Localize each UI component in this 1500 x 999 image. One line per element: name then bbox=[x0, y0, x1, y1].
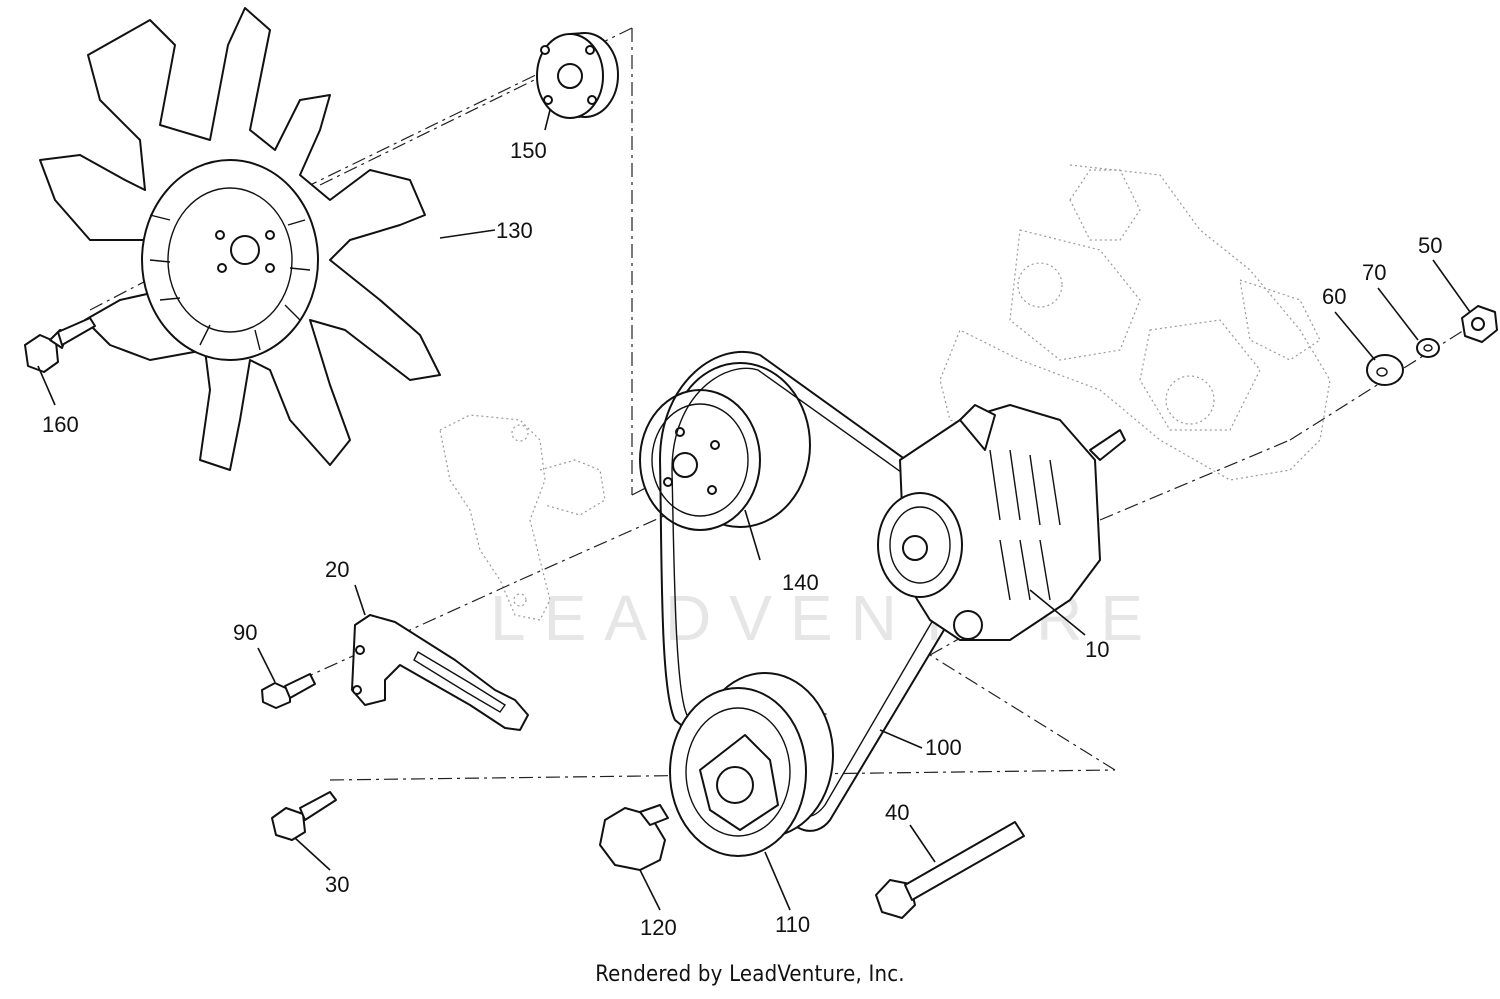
nut bbox=[1461, 305, 1498, 343]
bracket-bolt bbox=[261, 673, 316, 709]
callout-130: 130 bbox=[496, 218, 533, 243]
fan-bolt bbox=[24, 317, 96, 373]
callout-90: 90 bbox=[233, 620, 257, 645]
alternator-bracket bbox=[351, 614, 529, 731]
callout-50: 50 bbox=[1418, 233, 1442, 258]
crank-pulley-bolt bbox=[599, 804, 669, 871]
callout-100: 100 bbox=[925, 735, 962, 760]
callout-120: 120 bbox=[640, 915, 677, 940]
callout-20: 20 bbox=[325, 557, 349, 582]
callout-60: 60 bbox=[1322, 284, 1346, 309]
callout-150: 150 bbox=[510, 138, 547, 163]
alternator bbox=[877, 404, 1126, 641]
spacer bbox=[536, 32, 619, 119]
callout-30: 30 bbox=[325, 872, 349, 897]
crank-pulley bbox=[669, 672, 834, 857]
footer-credit: Rendered by LeadVenture, Inc. bbox=[595, 962, 905, 987]
alternator-long-bolt bbox=[875, 821, 1025, 919]
callout-140: 140 bbox=[782, 570, 819, 595]
callout-160: 160 bbox=[42, 412, 79, 437]
engine-block-outline bbox=[939, 164, 1331, 481]
flat-washer bbox=[1366, 354, 1404, 386]
water-pump-pulley bbox=[639, 362, 811, 531]
water-pump-outline bbox=[439, 414, 606, 621]
bracket-flange-bolt bbox=[271, 791, 337, 841]
callout-70: 70 bbox=[1362, 260, 1386, 285]
callout-10: 10 bbox=[1085, 637, 1109, 662]
leader-lines bbox=[37, 109, 1471, 911]
lock-washer bbox=[1416, 338, 1440, 358]
callout-110: 110 bbox=[775, 912, 810, 937]
callout-40: 40 bbox=[885, 800, 909, 825]
fan bbox=[39, 7, 441, 471]
